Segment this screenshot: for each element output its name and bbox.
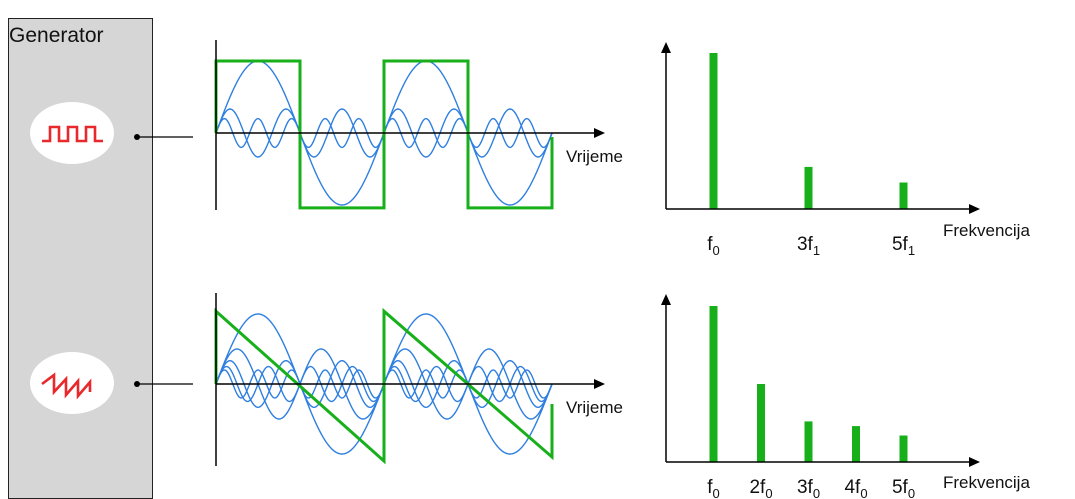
square-wave-icon <box>42 125 103 143</box>
spectrum-1-bar-1 <box>757 384 765 462</box>
sawtooth-composite-wave <box>214 307 554 465</box>
spectrum-0-tick-1: 3f1 <box>797 234 820 258</box>
spectrum-0-tick-0: f0 <box>707 234 720 258</box>
spectrum-0-bar-2 <box>899 182 908 209</box>
spectrum-0-bar-0 <box>709 53 718 209</box>
spectrum-0-x-label: Frekvencija <box>943 221 1030 240</box>
generator-title: Generator <box>9 24 104 47</box>
spectrum-0-y-arrow <box>661 42 671 53</box>
spectrum-1-bar-2 <box>804 421 813 462</box>
spectrum-1-tick-0: f0 <box>707 477 720 499</box>
spectrum-1-tick-1: 2f0 <box>749 477 772 499</box>
spectrum-1-bar-4 <box>899 435 908 462</box>
spectrum-1-bar-3 <box>852 426 860 462</box>
spectrum-1-tick-3: 4f0 <box>844 477 867 499</box>
generator-panel <box>8 18 153 499</box>
square-generator-button[interactable] <box>30 102 114 164</box>
spectrum-1-bar-0 <box>709 306 718 462</box>
sawtooth-wave-icon <box>41 372 92 400</box>
spectrum-1-tick-4: 5f0 <box>892 477 915 499</box>
square-time-x-arrow <box>594 128 605 138</box>
spectrum-1-y-arrow <box>661 294 671 305</box>
spectrum-0-tick-2: 5f1 <box>892 234 915 258</box>
spectrum-1-x-label: Frekvencija <box>943 473 1030 492</box>
sawtooth-time-x-arrow <box>594 379 605 389</box>
sawtooth-time-axis-label: Vrijeme <box>566 398 623 417</box>
spectrum-0-x-arrow <box>969 204 980 214</box>
square-composite-wave <box>214 59 554 210</box>
spectrum-1-x-arrow <box>969 457 980 467</box>
spectrum-1-tick-2: 3f0 <box>797 477 820 499</box>
spectrum-0-bar-1 <box>804 166 813 209</box>
square-time-axis-label: Vrijeme <box>566 147 623 166</box>
